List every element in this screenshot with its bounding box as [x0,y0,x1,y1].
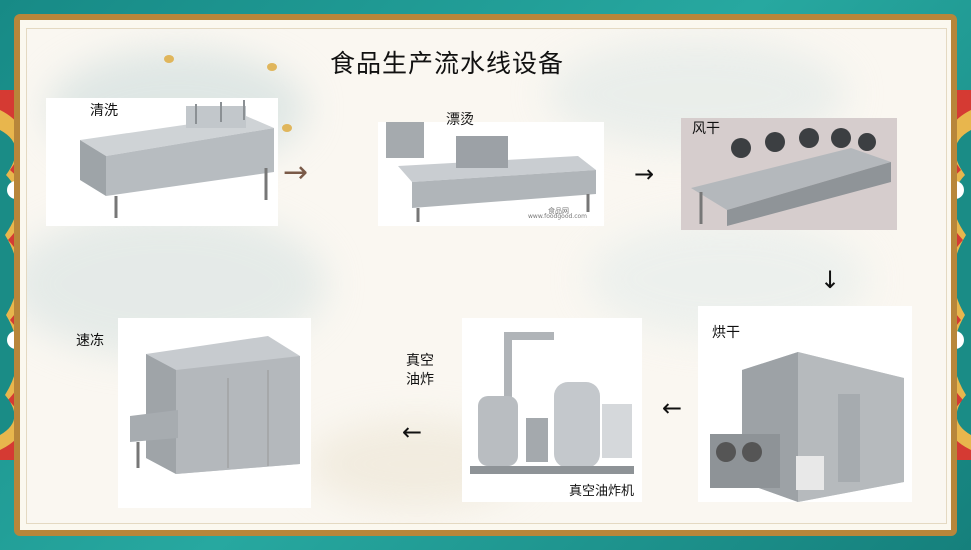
step-label-vacuum-fry: 真空 油炸 [406,353,434,388]
blanching-machine-image: www.foodgood.com [378,122,604,226]
washing-machine-image [46,98,278,226]
vacuum-fryer-caption: 真空油炸机 [569,484,635,499]
air-dryer-photo [681,118,897,230]
washing-machine-photo [46,98,278,226]
arrow-right-1: → [283,155,309,190]
step-label-wash: 清洗 [90,103,118,119]
arrow-down: ↓ [820,266,841,294]
page-title: 食品生产流水线设备 [330,49,565,78]
arrow-left-2: ← [402,418,423,446]
vacuum-fryer-photo [462,318,642,502]
drying-room-image [698,306,912,502]
arrow-right-2: → [634,160,655,188]
vacuum-fryer-image [462,318,642,502]
quick-freezer-image [118,318,311,508]
step-label-blanch: 漂烫 [446,112,474,128]
watermark-text: www.foodgood.com [528,213,587,220]
step-label-air-dry: 风干 [692,121,720,137]
step-label-bake: 烘干 [712,325,740,341]
step-label-quick-freeze: 速冻 [76,333,104,349]
arrow-left-1: ← [662,394,683,422]
quick-freezer-photo [118,318,311,508]
drying-room-photo [698,306,912,502]
blanching-watermark: 食品网 [548,207,569,215]
air-dryer-image [681,118,897,230]
blanching-machine-photo: www.foodgood.com [378,122,604,226]
